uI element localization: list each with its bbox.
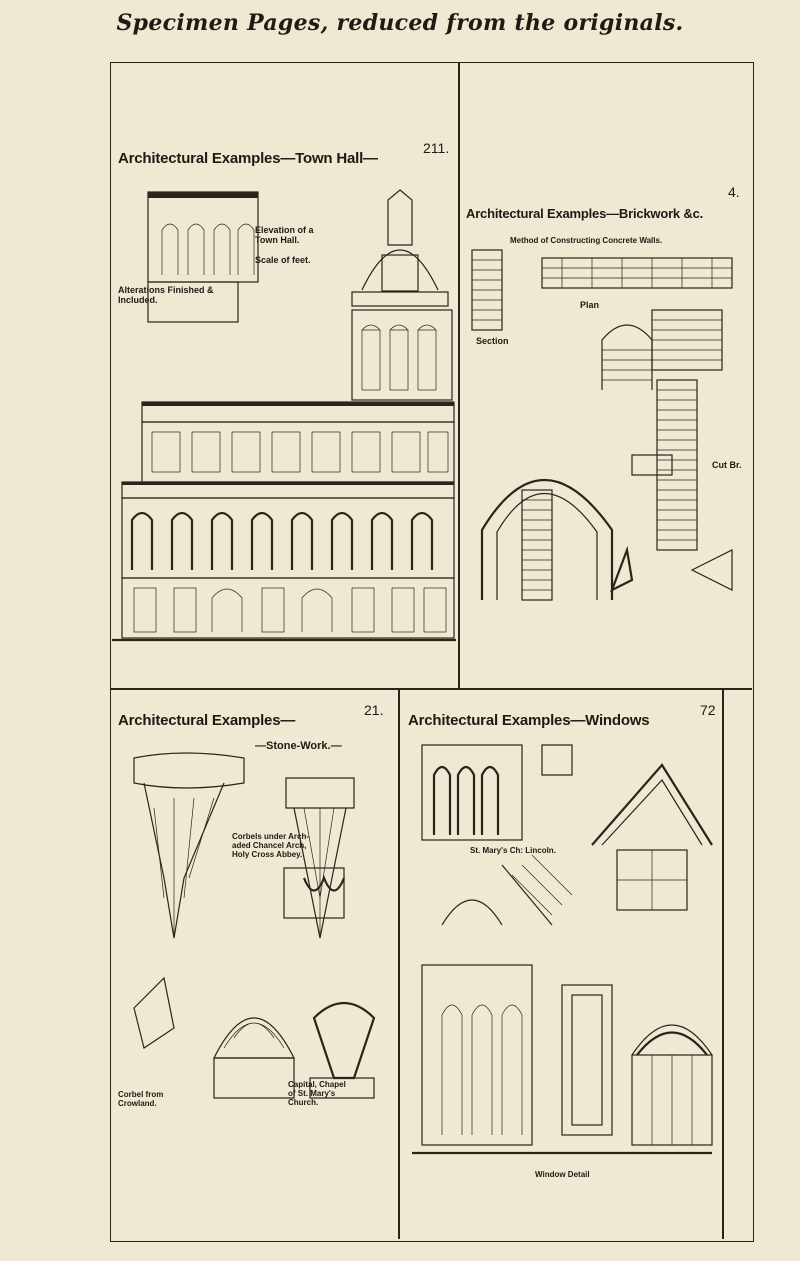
caption-corbels: Corbels under Arch-aded Chancel Arch, Ho… xyxy=(232,832,310,860)
caption-capital: Capital, Chapel of St. Mary's Church. xyxy=(288,1080,346,1108)
panel-title: Architectural Examples—Town Hall— xyxy=(118,150,378,167)
caption-church: St. Mary's Ch: Lincoln. xyxy=(470,846,556,855)
caption-window-detail: Window Detail xyxy=(535,1170,590,1179)
divider-bottom-vertical xyxy=(398,688,400,1239)
panel-title: Architectural Examples—Brickwork &c. xyxy=(466,206,704,221)
caption-method: Method of Constructing Concrete Walls. xyxy=(510,236,663,245)
windows-drawing xyxy=(412,744,713,1155)
panel-number: 21. xyxy=(364,702,384,718)
caption-elevation: Elevation of a Town Hall. xyxy=(255,225,314,246)
panel-subtitle: —Stone-Work.— xyxy=(255,740,342,752)
panel-title: Architectural Examples— xyxy=(118,712,296,729)
divider-horizontal xyxy=(110,688,752,690)
page-heading: Specimen Pages, reduced from the origina… xyxy=(116,10,684,36)
caption-plan: Plan xyxy=(580,300,600,310)
town-hall-elevation-drawing xyxy=(112,189,456,642)
plate-frame xyxy=(110,62,754,1242)
panel-number: 4. xyxy=(728,184,740,200)
caption-cut-brick: Cut Br. xyxy=(712,460,742,470)
stone-work-drawing xyxy=(133,752,376,1099)
brickwork-drawing xyxy=(471,249,733,601)
caption-section: Section xyxy=(476,336,509,346)
caption-alterations: Alterations Finished & Included. xyxy=(118,285,214,306)
panel-title: Architectural Examples—Windows xyxy=(408,712,650,729)
caption-scale: Scale of feet. xyxy=(255,255,311,265)
divider-bottom-right-margin xyxy=(722,688,724,1239)
panel-number: 72 xyxy=(700,702,716,718)
panel-number: 211. xyxy=(423,140,450,156)
divider-top-vertical xyxy=(458,62,460,690)
caption-bottom: Corbel from Crowland. xyxy=(118,1090,164,1109)
